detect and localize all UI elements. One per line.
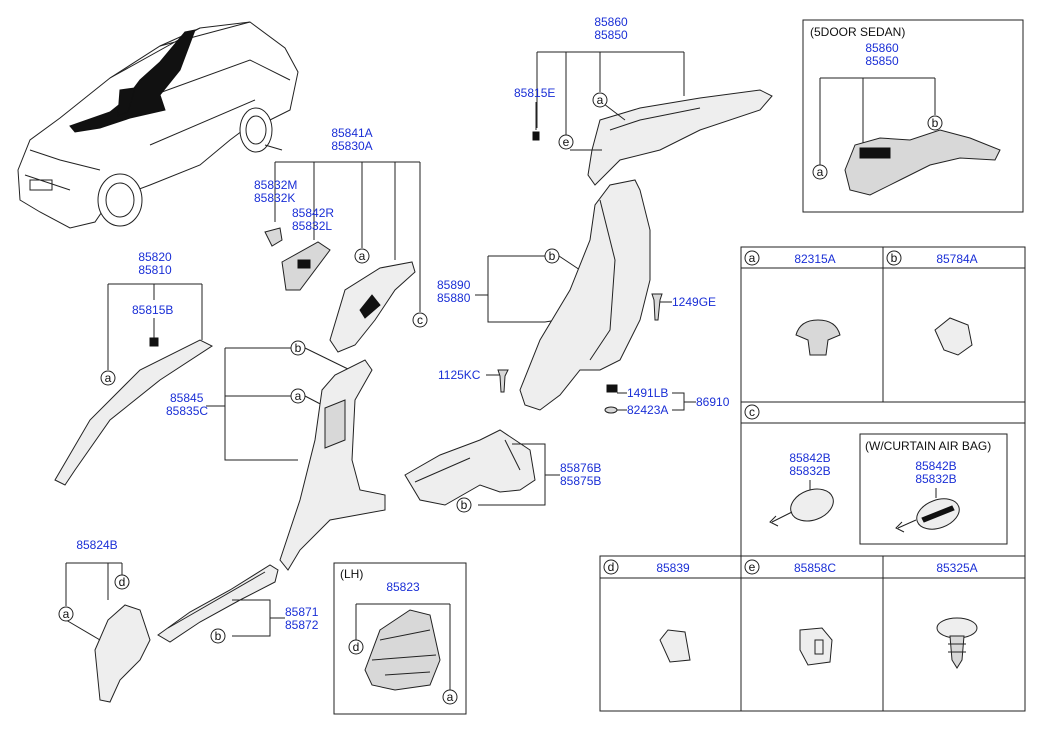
table-subbox-label: (W/CURTAIN AIR BAG) <box>865 439 991 453</box>
table-letter-d: d <box>608 560 615 574</box>
letter-a-85820: a <box>105 371 112 385</box>
callout-85842R: 85842R <box>292 206 334 220</box>
table-part-85832B-right: 85832B <box>915 472 956 486</box>
callout-86910: 86910 <box>696 395 730 409</box>
letter-d-lh: d <box>353 640 360 654</box>
sedan-callout-85850: 85850 <box>865 54 899 68</box>
table-part-85832B-left: 85832B <box>789 464 830 478</box>
table-part-85839: 85839 <box>656 561 690 575</box>
table-letter-b: b <box>891 251 898 265</box>
callout-85835C: 85835C <box>166 404 208 418</box>
callout-85845: 85845 <box>170 391 204 405</box>
letter-b-85890: b <box>549 249 556 263</box>
letter-e-top: e <box>563 135 570 149</box>
table-part-85842B-right: 85842B <box>915 459 956 473</box>
letter-a-top: a <box>597 93 604 107</box>
callout-85830A: 85830A <box>331 139 372 153</box>
table-letter-c: c <box>749 405 755 419</box>
callout-85815E: 85815E <box>514 86 555 100</box>
table-part-85858C: 85858C <box>794 561 836 575</box>
callout-85872: 85872 <box>285 618 319 632</box>
car-illustration <box>17 21 299 229</box>
callout-85875B: 85875B <box>560 474 601 488</box>
callout-85832L: 85832L <box>292 219 332 233</box>
sedan-callout-85860: 85860 <box>865 41 899 55</box>
letter-a-85824: a <box>63 607 70 621</box>
table-part-85842B-left: 85842B <box>789 451 830 465</box>
sedan-letter-a: a <box>817 165 824 179</box>
letter-c-85841: c <box>417 313 423 327</box>
callout-85824B: 85824B <box>76 538 117 552</box>
callout-85860: 85860 <box>594 15 628 29</box>
sedan-variant-box <box>802 19 1024 213</box>
callout-85832M: 85832M <box>254 178 297 192</box>
callout-85890: 85890 <box>437 278 471 292</box>
letter-a-lh: a <box>447 690 454 704</box>
lh-box-label: (LH) <box>340 567 363 581</box>
sedan-letter-b: b <box>932 116 939 130</box>
lh-variant-box <box>333 562 467 715</box>
callout-1125KC: 1125KC <box>438 368 481 382</box>
letter-d-85824: d <box>119 575 126 589</box>
letter-a-85845: a <box>295 389 302 403</box>
letter-b-85871: b <box>215 629 222 643</box>
callout-1491LB: 1491LB <box>627 386 668 400</box>
lh-callout-85823: 85823 <box>386 580 420 594</box>
table-letter-a: a <box>749 251 756 265</box>
callout-85850: 85850 <box>594 28 628 42</box>
callout-85880: 85880 <box>437 291 471 305</box>
callout-85815B: 85815B <box>132 303 173 317</box>
callout-85871: 85871 <box>285 605 319 619</box>
letter-b-85876: b <box>461 498 468 512</box>
callout-85841A: 85841A <box>331 126 372 140</box>
table-part-85325A: 85325A <box>936 561 977 575</box>
callout-85820: 85820 <box>138 250 172 264</box>
callout-85876B: 85876B <box>560 461 601 475</box>
letter-a-85841: a <box>359 249 366 263</box>
table-letter-e: e <box>749 560 756 574</box>
callout-85810: 85810 <box>138 263 172 277</box>
fastener-reference-table <box>599 246 1026 712</box>
curtain-airbag-subbox <box>859 433 1008 545</box>
table-part-85784A: 85784A <box>936 252 977 266</box>
letter-b-85845: b <box>295 341 302 355</box>
callout-85832K: 85832K <box>254 191 295 205</box>
table-part-82315A: 82315A <box>794 252 835 266</box>
sedan-box-label: (5DOOR SEDAN) <box>810 25 905 39</box>
callout-1249GE: 1249GE <box>672 295 716 309</box>
callout-82423A: 82423A <box>627 403 668 417</box>
